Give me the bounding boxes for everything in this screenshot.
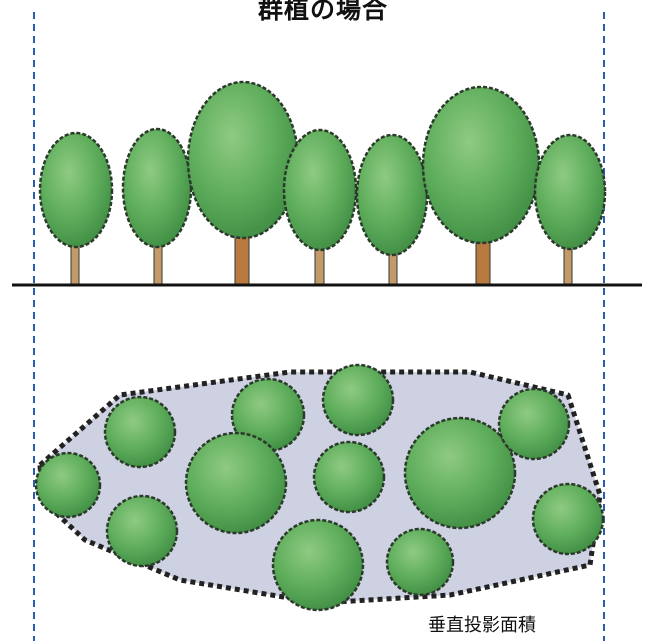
tree-trunk bbox=[70, 244, 80, 286]
tree-crown-plan bbox=[271, 518, 365, 612]
tree-crown-plan bbox=[403, 416, 517, 530]
tree-plan-group bbox=[34, 363, 605, 612]
diagram-title: 群植の場合 bbox=[257, 0, 388, 24]
tree-crown-plan bbox=[184, 431, 288, 535]
tree-canopy bbox=[186, 80, 300, 240]
tree-crown-plan bbox=[385, 527, 455, 597]
tree-canopy bbox=[38, 131, 114, 249]
tree-crown-plan bbox=[105, 494, 179, 568]
tree-canopy bbox=[121, 127, 193, 249]
tree-crown-plan bbox=[103, 395, 177, 469]
tree-canopy bbox=[355, 133, 429, 257]
tree-crown-plan bbox=[497, 387, 571, 461]
tree-crown-plan bbox=[34, 451, 102, 519]
tree-crown-plan bbox=[312, 440, 386, 514]
projection-area-label: 垂直投影面積 bbox=[428, 615, 536, 636]
tree-canopy bbox=[421, 85, 541, 245]
tree-crown-plan bbox=[321, 363, 395, 437]
tree-crown-plan bbox=[531, 482, 605, 556]
tree-canopy bbox=[533, 133, 607, 251]
tree-canopy bbox=[282, 128, 358, 252]
tree-elevation-group bbox=[38, 80, 607, 286]
